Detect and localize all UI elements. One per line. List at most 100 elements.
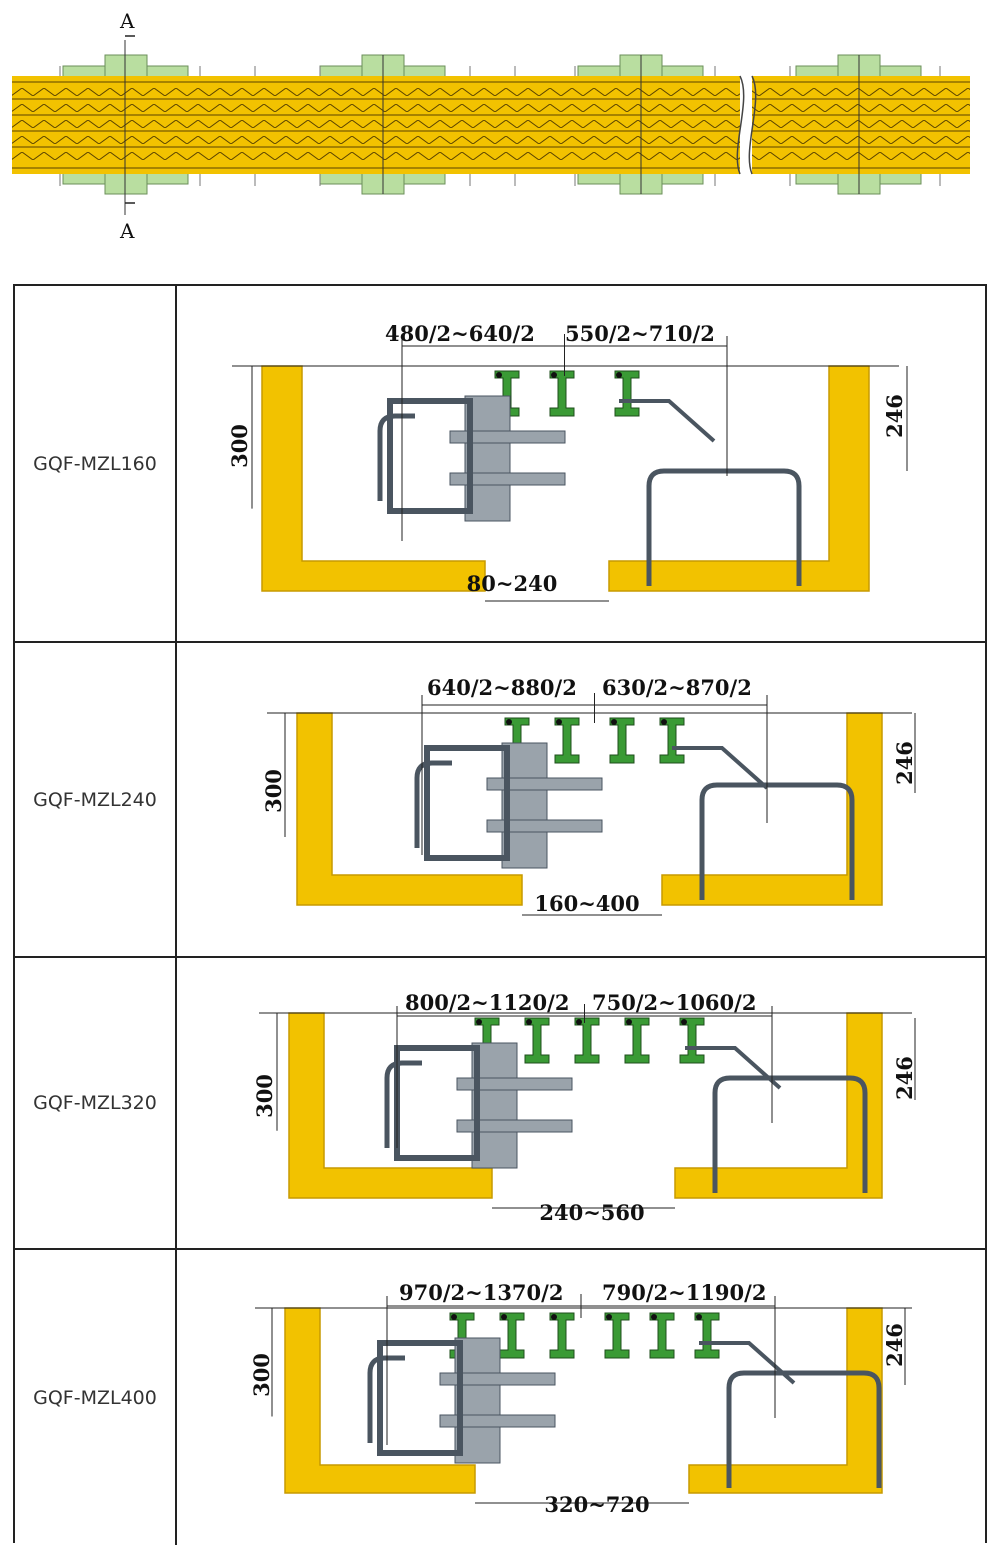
anchor-loop (414, 760, 452, 848)
concrete-right (688, 1307, 883, 1494)
i-beam (694, 1312, 720, 1359)
anchor-box-left (387, 398, 473, 514)
seal-dot (651, 1314, 657, 1320)
plan-view-diagram: A A (12, 9, 970, 243)
i-beam-shape (649, 1312, 675, 1359)
model-label: GQF-MZL400 (15, 1250, 177, 1545)
i-beam-shape (659, 717, 685, 764)
anchor-loop-right (712, 1075, 868, 1193)
displacement-bar (439, 1414, 556, 1428)
anchor-box-left (424, 745, 510, 861)
anchor-plate-right (672, 746, 769, 790)
height-dim-label: 300 (252, 1074, 277, 1118)
table-row: GQF-MZL160 480/2~640/2 550/2~710/2 80~24… (15, 286, 985, 643)
i-beam-shape (554, 717, 580, 764)
gap-dim-label: 80~240 (467, 571, 558, 596)
displacement-bar (456, 1119, 573, 1133)
seal-dot (626, 1019, 632, 1025)
i-beam (609, 717, 635, 764)
height-dim-label: 300 (249, 1353, 274, 1397)
displacement-bar (439, 1372, 556, 1386)
seal-dot (576, 1019, 582, 1025)
anchor-loop (384, 1060, 422, 1148)
anchor-loop-right (699, 782, 855, 900)
i-beam-shape (549, 1312, 575, 1359)
dim-right-label: 750/2~1060/2 (592, 990, 756, 1015)
gap-dim-label: 160~400 (534, 891, 639, 916)
i-beam (549, 370, 575, 417)
seal-dot (611, 719, 617, 725)
seal-dot (526, 1019, 532, 1025)
section-mark-a: A A (119, 9, 135, 243)
displacement-bar (486, 819, 603, 833)
seal-dot (551, 1314, 557, 1320)
i-beam (649, 1312, 675, 1359)
dim-left-label: 640/2~880/2 (427, 675, 577, 700)
seal-dot (696, 1314, 702, 1320)
seal-dot (476, 1019, 482, 1025)
plan-joint-band (12, 40, 970, 215)
anchor-plate-right (619, 399, 716, 443)
gap-dim-label: 320~720 (544, 1492, 649, 1517)
table-row: GQF-MZL400 970/2~1370/2 790/2~1190/2 320… (15, 1250, 985, 1545)
dim-right-label: 790/2~1190/2 (602, 1280, 766, 1305)
i-beam-shape (604, 1312, 630, 1359)
seal-dot (451, 1314, 457, 1320)
seal-dot (606, 1314, 612, 1320)
i-beam-shape (694, 1312, 720, 1359)
i-beam-shape (499, 1312, 525, 1359)
anchor-loop (377, 413, 415, 501)
table-row: GQF-MZL320 800/2~1120/2 750/2~1060/2 240… (15, 958, 985, 1250)
i-beam (614, 370, 640, 417)
i-beam-shape (524, 1017, 550, 1064)
i-beam-shape (614, 370, 640, 417)
i-beam (679, 1017, 705, 1064)
depth-dim-label: 246 (882, 1323, 907, 1367)
displacement-bar (449, 430, 566, 444)
dim-left-label: 480/2~640/2 (385, 321, 535, 346)
seal-dot (496, 372, 502, 378)
height-dim-label: 300 (227, 424, 252, 468)
i-beam (524, 1017, 550, 1064)
i-beam (604, 1312, 630, 1359)
i-beam-shape (624, 1017, 650, 1064)
model-label: GQF-MZL320 (15, 958, 177, 1248)
depth-dim-label: 246 (892, 1056, 917, 1100)
concrete-left (288, 1012, 493, 1199)
displacement-bar (449, 472, 566, 486)
dim-left-label: 800/2~1120/2 (405, 990, 569, 1015)
anchor-loop-right (726, 1370, 882, 1488)
i-beam-shape (609, 717, 635, 764)
i-beam (554, 717, 580, 764)
model-section-table: GQF-MZL160 480/2~640/2 550/2~710/2 80~24… (13, 284, 987, 1545)
cross-section-drawing: 640/2~880/2 630/2~870/2 160~400 300 246 (177, 643, 985, 956)
gap-dim-label: 240~560 (539, 1200, 644, 1225)
displacement-bar (456, 1077, 573, 1091)
i-beam-shape (574, 1017, 600, 1064)
anchor-loop-right (646, 468, 802, 586)
section-label-bottom: A (119, 219, 135, 243)
depth-dim-label: 246 (882, 394, 907, 438)
concrete-left (296, 712, 523, 906)
table-row: GQF-MZL240 640/2~880/2 630/2~870/2 160~4… (15, 643, 985, 958)
cross-section-drawing: 480/2~640/2 550/2~710/2 80~240 300 246 (177, 286, 985, 641)
concrete-right (674, 1012, 883, 1199)
seal-dot (661, 719, 667, 725)
seal-dot (551, 372, 557, 378)
dim-right-label: 630/2~870/2 (602, 675, 752, 700)
anchor-plate-right (685, 1046, 782, 1090)
section-label-top: A (119, 9, 135, 33)
i-beam (659, 717, 685, 764)
i-beam (494, 370, 520, 417)
concrete-right (661, 712, 883, 906)
i-beam-shape (494, 370, 520, 417)
seal-dot (681, 1019, 687, 1025)
i-beam-shape (679, 1017, 705, 1064)
seal-dot (616, 372, 622, 378)
seal-dot (501, 1314, 507, 1320)
anchor-box-left (377, 1340, 463, 1456)
i-beam (549, 1312, 575, 1359)
seal-dot (506, 719, 512, 725)
height-dim-label: 300 (261, 769, 286, 813)
dim-right-label: 550/2~710/2 (565, 321, 715, 346)
